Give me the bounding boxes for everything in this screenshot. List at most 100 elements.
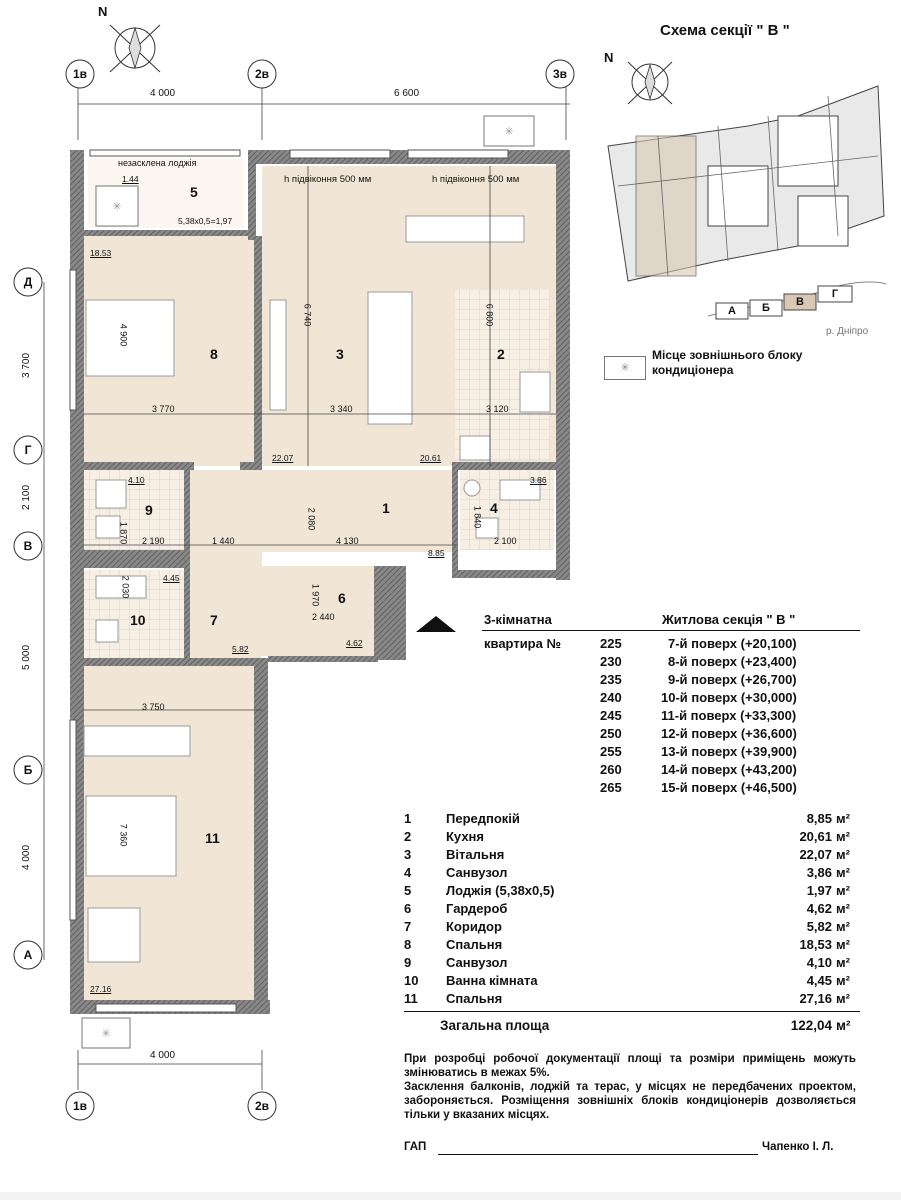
area-label: 4.10 (128, 475, 145, 485)
note-1: При розробці робочої документації площі … (404, 1053, 856, 1079)
room-list-area: 1,97 (806, 883, 832, 898)
room-list-name: Коридор (446, 919, 502, 934)
room-list-unit: м² (836, 883, 850, 898)
apartment-number-label: квартира № (484, 636, 561, 651)
area-label: 22.07 (272, 453, 294, 463)
floor-plan: ✳✳✳ (13, 24, 575, 1121)
area-label: 5.82 (232, 644, 249, 654)
room-list-area: 4,10 (806, 955, 832, 970)
room-list-number: 1 (404, 811, 412, 826)
scheme-north-label: N (604, 50, 614, 65)
room-list-number: 8 (404, 937, 412, 952)
ac-unit-legend-icon: ✳ (604, 356, 646, 380)
room-list-area: 18,53 (799, 937, 832, 952)
room-list-unit: м² (836, 919, 850, 934)
axis-label-d: Д (23, 275, 33, 289)
notes: При розробці робочої документації площі … (404, 1052, 856, 1122)
note-2: Засклення балконів, лоджій та терас, у м… (404, 1081, 856, 1121)
loggia-formula: 5,38х0,5=1,97 (178, 216, 233, 226)
section-tabs (715, 285, 853, 320)
axis-label-b: Б (23, 763, 33, 777)
room-list-name: Спальня (446, 991, 503, 1006)
river-label: р. Дніпро (826, 326, 869, 337)
section-scheme-map (607, 61, 887, 320)
sill-right-label: h підвіконня 500 мм (432, 174, 520, 185)
entrance-arrow-icon (416, 616, 456, 632)
room-number-2: 2 (497, 346, 505, 362)
inner-dim: 1 440 (212, 536, 235, 546)
area-label: 20.61 (420, 453, 442, 463)
axis-bubbles (13, 59, 575, 1121)
dim-left-2: 2 100 (21, 484, 33, 511)
signature: Чапенко І. Л. (762, 1141, 834, 1153)
room-list-number: 6 (404, 901, 412, 916)
room-number-4: 4 (490, 500, 498, 516)
room-list-area: 3,86 (806, 865, 832, 880)
room-list-name: Кухня (446, 829, 484, 844)
room-list-area: 5,82 (806, 919, 832, 934)
inner-dim: 2 100 (494, 536, 517, 546)
room-list-unit: м² (836, 973, 850, 988)
room-number-1: 1 (382, 500, 390, 516)
room-list-area: 27,16 (799, 991, 832, 1006)
svg-text:✳: ✳ (504, 126, 513, 138)
axis-label-g: Г (24, 443, 32, 457)
inner-dim: 4 130 (336, 536, 359, 546)
section-tab-v: В (796, 296, 804, 308)
inner-dim: 3 120 (486, 404, 509, 414)
room-list-name: Передпокій (446, 811, 520, 826)
axis-label-1v-top: 1в (72, 67, 88, 81)
room-list-unit: м² (836, 991, 850, 1006)
total-area-label: Загальна площа (440, 1018, 550, 1033)
dim-bottom-1: 4 000 (150, 1050, 176, 1061)
windows (69, 149, 509, 1013)
gap-label: ГАП (404, 1141, 427, 1153)
dim-left-4: 4 000 (21, 844, 33, 871)
room-number-3: 3 (336, 346, 344, 362)
room-number-6: 6 (338, 590, 346, 606)
total-area-unit: м² (836, 1018, 851, 1033)
room-list-area: 4,62 (806, 901, 832, 916)
svg-text:✳: ✳ (101, 1028, 110, 1040)
axis-label-3v-top: 3в (552, 67, 568, 81)
area-label: 1.44 (122, 174, 139, 184)
room-list-number: 4 (404, 865, 412, 880)
area-label: 18.53 (90, 248, 112, 258)
compass-icon (109, 24, 161, 73)
section-scheme-title: Схема секції " В " (660, 22, 790, 39)
room-list-name: Ванна кімната (446, 973, 538, 988)
room-list-unit: м² (836, 901, 850, 916)
inner-dim: 1 970 (310, 583, 321, 607)
inner-dim: 2 030 (120, 575, 131, 599)
room-list-unit: м² (836, 937, 850, 952)
room-number-10: 10 (130, 612, 146, 628)
room-list-name: Гардероб (446, 901, 508, 916)
room-number-5: 5 (190, 184, 198, 200)
axis-label-1v-bottom: 1в (72, 1099, 88, 1113)
dim-left-1: 3 700 (21, 352, 33, 379)
room-list-number: 9 (404, 955, 412, 970)
room-number-7: 7 (210, 612, 218, 628)
room-list-name: Спальня (446, 937, 503, 952)
dim-left-3: 5 000 (21, 644, 33, 671)
building-plan (607, 85, 885, 282)
scheme-compass-icon (627, 61, 673, 105)
inner-dim: 1 870 (118, 521, 129, 545)
inner-dim: 3 750 (142, 702, 165, 712)
room-number-9: 9 (145, 502, 153, 518)
apartment-type: 3-кімнатна (484, 612, 552, 627)
furniture (83, 215, 551, 963)
inner-dim: 4 900 (118, 323, 129, 347)
dim-top-2: 6 600 (394, 88, 420, 99)
loggia-label: незасклена лоджія (118, 158, 197, 168)
axis-label-2v-bottom: 2в (254, 1099, 270, 1113)
section-tab-a: А (728, 305, 736, 317)
dimension-lines (43, 80, 570, 1090)
area-label: 3.86 (530, 475, 547, 485)
inner-dim: 3 340 (330, 404, 353, 414)
ac-units (81, 115, 535, 1049)
inner-dim: 6 740 (302, 303, 313, 327)
room-list-number: 10 (404, 973, 419, 988)
room-list-number: 3 (404, 847, 412, 862)
